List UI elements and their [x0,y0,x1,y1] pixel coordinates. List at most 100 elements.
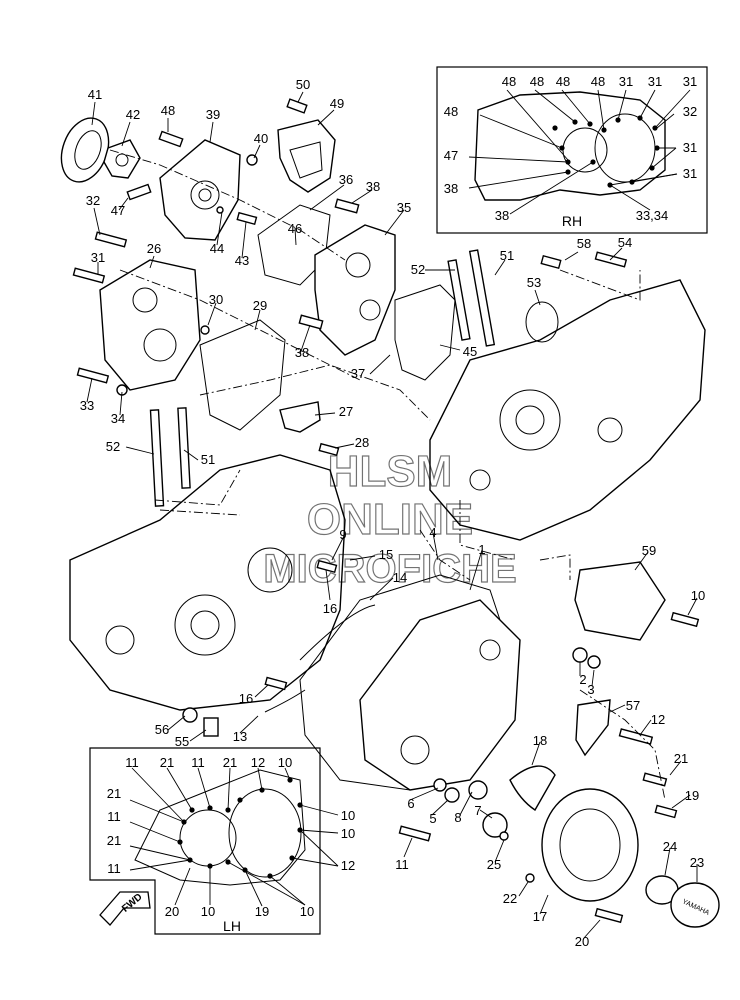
fwd-arrow: FWD [99,891,151,926]
callout-label: 47 [111,203,125,218]
watermark: HLSM ONLINE MICROFICHE [263,446,518,591]
part-4-crankcase-cover [359,599,521,791]
callout-label: 51 [201,452,215,467]
callout-label: 29 [253,298,267,313]
callout-label: 33 [80,398,94,413]
callout-label: 48 [502,74,516,89]
part-35-cover [314,224,396,356]
callout-label: 11 [191,755,205,770]
part-23-cap [670,882,720,928]
lh-inset [89,747,339,935]
callout-label: 20 [575,934,589,949]
callout-label: 32 [683,104,697,119]
lh-inset-leaders [129,767,339,907]
callout-label: 11 [107,861,121,876]
part-45-gasket [394,284,456,381]
callout-label: 38 [295,345,309,360]
part-39-cover [159,139,241,241]
callout-label: 21 [107,833,121,848]
callout-label: 18 [533,733,547,748]
callout-label: 56 [155,722,169,737]
callout-label: 48 [530,74,544,89]
callout-label: 1 [478,542,485,557]
callout-label: 59 [642,543,656,558]
callout-label: 5 [429,811,436,826]
callout-label: 27 [339,404,353,419]
callout-label: 48 [444,104,458,119]
callout-label: 10 [300,904,314,919]
callout-label: 10 [201,904,215,919]
callout-label: 11 [107,809,121,824]
callout-label: 20 [165,904,179,919]
part-57-bracket [575,699,611,757]
callout-label: 23 [690,855,704,870]
callout-label: 10 [341,808,355,823]
part-26-housing [99,259,201,391]
callout-label: 6 [407,796,414,811]
callout-label: 31 [91,250,105,265]
callout-label: 32 [86,193,100,208]
callout-label: 28 [355,435,369,450]
rh-inset [436,66,708,234]
part-53-o-ring [525,301,559,343]
callout-label: 53 [527,275,541,290]
callout-label: 4 [429,525,436,540]
lh-inset-title: LH [223,918,241,934]
callout-label: 19 [685,788,699,803]
callout-label: 25 [487,857,501,872]
callout-label: 16 [323,601,337,616]
callout-label: 45 [463,344,477,359]
callout-label: 58 [577,236,591,251]
rh-inset-leaders [468,89,691,215]
callout-label: 52 [106,439,120,454]
callout-label: 30 [209,292,223,307]
callout-label: 54 [618,235,632,250]
part-18-plate [509,765,556,811]
callout-label: 15 [379,547,393,562]
callout-label: 12 [341,858,355,873]
left-crankcase [69,454,346,711]
callout-label: 11 [125,755,139,770]
callout-label: 21 [160,755,174,770]
part-59-cover [574,561,666,641]
callout-label: 52 [411,262,425,277]
callout-label: 12 [251,755,265,770]
callout-label: 47 [444,148,458,163]
callout-label: 14 [393,570,407,585]
callout-label: 38 [444,181,458,196]
callout-label: 16 [239,691,253,706]
part-29-gasket [199,319,286,431]
leader-lines [86,91,698,939]
callout-label: 55 [175,734,189,749]
callout-label: 39 [206,107,220,122]
callout-label: 21 [223,755,237,770]
washers [116,154,601,883]
callout-label: 36 [339,172,353,187]
callout-label: 8 [454,810,461,825]
callout-label: 12 [651,712,665,727]
callout-label: 49 [330,96,344,111]
callout-label: 43 [235,253,249,268]
arc-gaskets [264,604,376,713]
callout-label: 46 [288,221,302,236]
watermark-line-1: HLSM [328,447,453,496]
callout-label: 21 [674,751,688,766]
watermark-line-3: MICROFICHE [263,547,516,591]
callout-label: 31 [683,74,697,89]
stud-bolts [149,249,496,507]
part-17-cover [541,788,639,902]
callout-label: 33,34 [636,208,669,223]
callout-label: 37 [351,366,365,381]
callout-label: 2 [579,672,586,687]
part-49-cover [277,119,336,193]
callout-label: 57 [626,698,640,713]
callout-label: 38 [495,208,509,223]
callout-label: 50 [296,77,310,92]
callout-label: 21 [107,786,121,801]
part-27-bracket [279,401,321,433]
callout-label: 41 [88,87,102,102]
callout-label: 44 [210,241,224,256]
callout-label: 40 [254,131,268,146]
callout-label: 17 [533,909,547,924]
callout-labels: 41 48 39 42 47 40 50 49 36 38 35 32 46 4… [80,74,705,949]
